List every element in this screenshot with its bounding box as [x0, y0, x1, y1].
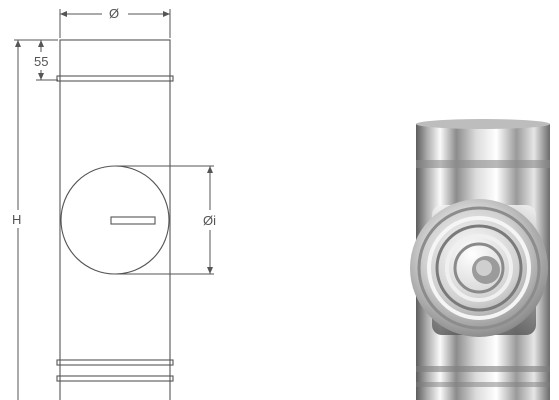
diameter-label: Ø [109, 6, 120, 21]
bottom-ring-upper [56, 359, 174, 366]
height-dimension [14, 39, 58, 400]
pipe-outline [59, 39, 171, 400]
top-collar [56, 75, 174, 82]
bottom-ring-lower [56, 375, 174, 382]
tube-top-bead [416, 160, 550, 168]
tube-top-rim [416, 119, 550, 129]
tube-bottom-bead-2 [416, 382, 550, 387]
spacing-label: 55 [34, 54, 49, 69]
diameter-dimension [59, 9, 171, 38]
height-label: H [12, 212, 22, 227]
tube-bottom-bead-1 [416, 366, 550, 372]
inner-diameter-label: Øi [203, 213, 216, 228]
cap-handle-slot [110, 216, 156, 225]
inner-diameter-dimension [115, 165, 214, 275]
